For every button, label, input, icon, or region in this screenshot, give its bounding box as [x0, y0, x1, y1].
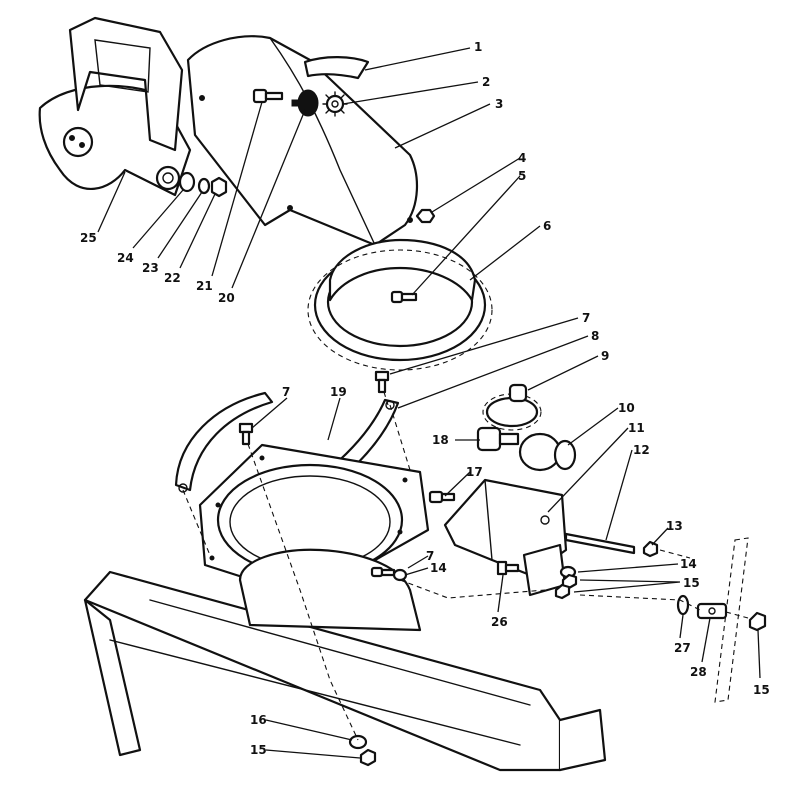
part-24-washer	[178, 171, 196, 193]
callout-7-lower: 7	[426, 549, 434, 563]
part-10-worm-gear	[518, 432, 577, 472]
callout-2: 2	[482, 75, 490, 89]
callout-4: 4	[518, 151, 526, 165]
callout-24: 24	[117, 251, 134, 265]
callout-14-right: 14	[680, 557, 697, 571]
part-20-knob	[291, 89, 319, 117]
alignment-lines	[182, 391, 749, 741]
callout-1: 1	[474, 40, 482, 54]
callout-22: 22	[164, 271, 181, 285]
part-3-upper-chute	[186, 35, 419, 247]
part-23-washer	[197, 177, 211, 195]
part-27-washer	[676, 594, 690, 616]
part-18-pinion	[476, 426, 520, 452]
crank-rod	[714, 537, 749, 703]
part-12-shaft	[564, 532, 636, 555]
part-17-bolt	[428, 490, 456, 504]
callout-8: 8	[591, 329, 599, 343]
callout-26: 26	[491, 615, 508, 629]
callout-20: 20	[218, 291, 235, 305]
part-6-ring-gear	[307, 238, 493, 371]
part-21-bolt	[252, 88, 284, 104]
callout-15-right: 15	[683, 576, 700, 590]
callout-7-right: 7	[582, 311, 590, 325]
callout-19: 19	[330, 385, 347, 399]
part-13-nut	[642, 540, 659, 558]
part-15-nut-bottom	[359, 748, 377, 767]
part-26-bolt	[496, 560, 520, 576]
part-7-bolt-center	[238, 422, 254, 446]
leader-lines	[97, 47, 761, 759]
callout-15-bottom: 15	[250, 743, 267, 757]
part-22-nut	[210, 176, 228, 198]
callout-labels: 1 2 3 4 5 6 7 8 9 10 11 12 13 14 15 17 1…	[80, 40, 770, 757]
callout-18: 18	[432, 433, 449, 447]
callout-9: 9	[601, 349, 609, 363]
callout-12: 12	[633, 443, 650, 457]
part-8-bolt	[374, 370, 390, 394]
part-16-washer	[348, 734, 368, 750]
part-28-coupler	[696, 602, 728, 620]
callout-7-upper-left: 7	[282, 385, 290, 399]
part-4-nut	[415, 208, 436, 224]
callout-6: 6	[543, 219, 551, 233]
callout-5: 5	[518, 169, 526, 183]
callout-13: 13	[666, 519, 683, 533]
callout-16: 16	[250, 713, 267, 727]
callout-23: 23	[142, 261, 159, 275]
part-15-nut-far-right	[748, 611, 767, 632]
part-9-gear	[482, 383, 542, 431]
callout-28: 28	[690, 665, 707, 679]
part-7-bolt-lower	[370, 566, 396, 578]
callout-17: 17	[466, 465, 483, 479]
part-15-nut-right-b	[554, 583, 571, 600]
callout-21: 21	[196, 279, 213, 293]
auger-housing	[83, 548, 607, 772]
part-1-deflector-plate	[303, 56, 370, 80]
callout-10: 10	[618, 401, 635, 415]
callout-14-lower: 14	[430, 561, 447, 575]
callout-25: 25	[80, 231, 97, 245]
part-14-washer-lower	[392, 568, 408, 582]
callout-15-far-right: 15	[753, 683, 770, 697]
part-7-retainer-strap-left	[174, 391, 274, 493]
part-11-mounting-bracket	[443, 478, 568, 597]
callout-3: 3	[495, 97, 503, 111]
part-5-bolt	[390, 290, 418, 304]
part-25-chute-deflector	[38, 16, 192, 197]
callout-27: 27	[674, 641, 691, 655]
callout-11: 11	[628, 421, 645, 435]
